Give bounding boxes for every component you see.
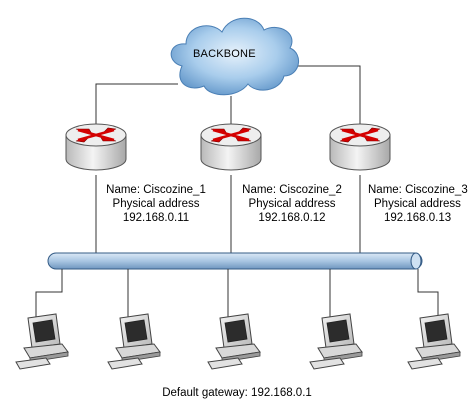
- workstation-4-icon: [309, 313, 363, 370]
- workstation-1-icon: [15, 313, 69, 370]
- workstation-5-icon: [407, 313, 461, 370]
- router-2-label: Name: Ciscozine_2 Physical address 192.1…: [234, 183, 350, 225]
- routers: [65, 123, 391, 171]
- hosts: [15, 313, 461, 370]
- backbone-label: BACKBONE: [193, 48, 256, 60]
- router-2-icon: [200, 123, 262, 171]
- link-cloud-router3: [287, 65, 361, 130]
- router-3-ip: 192.168.0.13: [384, 212, 452, 224]
- default-gateway-caption: Default gateway: 192.168.0.1: [162, 387, 312, 399]
- router-1-label: Name: Ciscozine_1 Physical address 192.1…: [98, 183, 214, 225]
- router-2-name: Name: Ciscozine_2: [242, 184, 342, 196]
- backbone-links: [95, 65, 361, 143]
- router-1-name: Name: Ciscozine_1: [106, 184, 206, 196]
- router-1-address-label: Physical address: [112, 198, 200, 210]
- router-bus-links: [95, 175, 361, 255]
- host-links: [35, 269, 439, 330]
- router-1-ip: 192.168.0.11: [122, 212, 190, 224]
- ethernet-bus: [47, 252, 423, 270]
- router-2-ip: 192.168.0.12: [258, 212, 326, 224]
- link-cloud-router1: [95, 83, 178, 143]
- router-1-icon: [65, 123, 127, 171]
- router-3-icon: [329, 123, 391, 171]
- router-2-address-label: Physical address: [248, 198, 336, 210]
- workstation-3-icon: [207, 313, 261, 370]
- workstation-2-icon: [107, 313, 161, 370]
- router-3-name: Name: Ciscozine_3: [368, 184, 468, 196]
- router-3-address-label: Physical address: [374, 198, 461, 210]
- backbone-cloud: [170, 17, 299, 96]
- router-3-label: Name: Ciscozine_3 Physical address 192.1…: [362, 183, 474, 225]
